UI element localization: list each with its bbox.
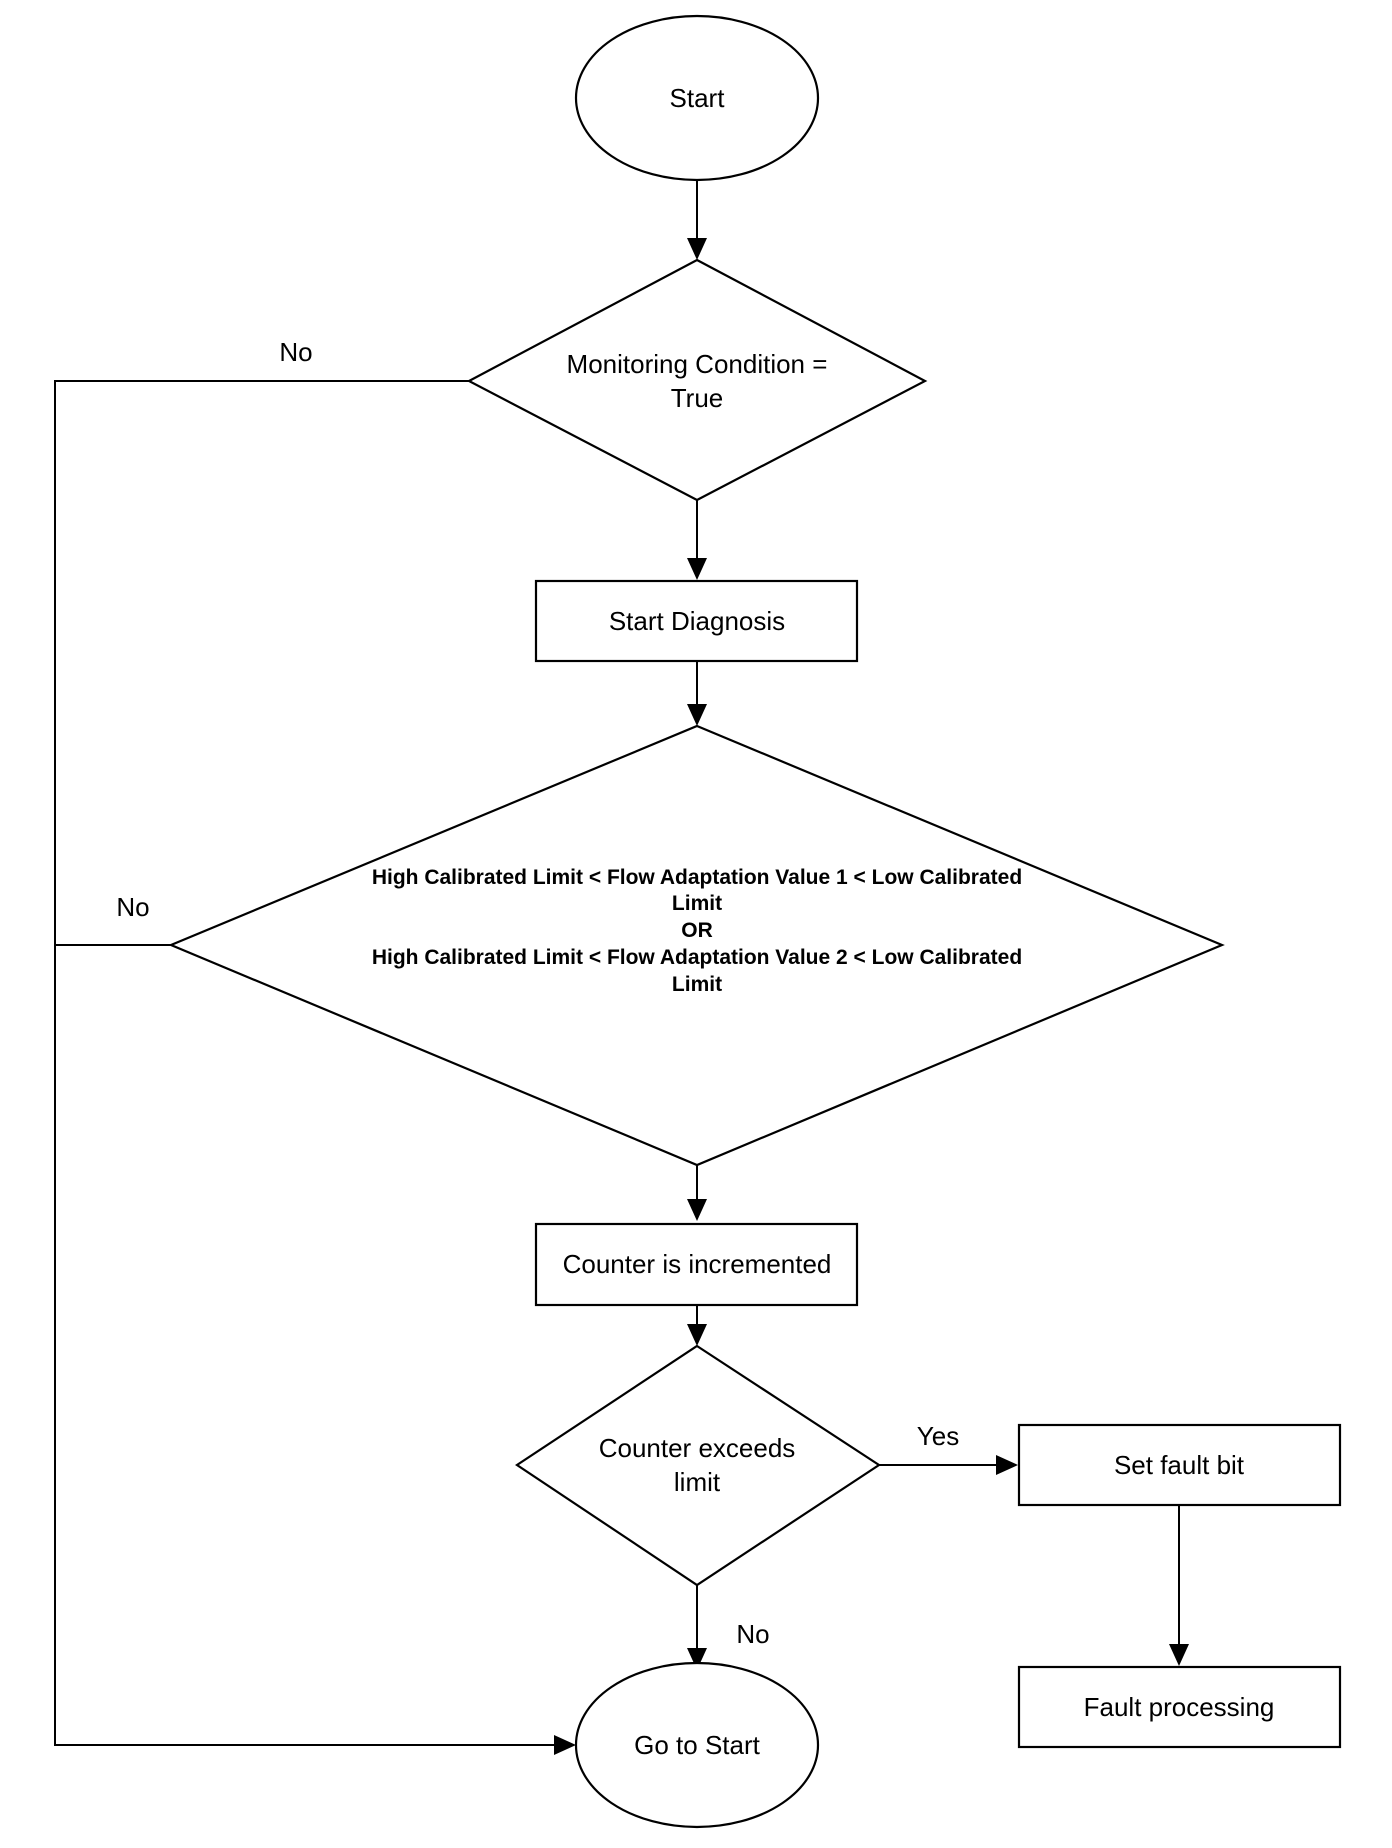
flow-check-label-line2: Limit [672,892,722,915]
arrowhead-counter [687,1199,707,1221]
counter-increment-process: Counter is incremented [534,1222,859,1307]
arrowhead-flow-check [687,704,707,726]
arrowhead-diagnosis [687,558,707,580]
arrowhead-go-to-start [687,1648,707,1670]
connectors [54,180,1189,1755]
arrowhead-limit-check [687,1324,707,1346]
start-diagnosis-process: Start Diagnosis [534,579,859,663]
edge-label-flow-check-no: No [116,892,149,922]
set-fault-bit-process: Set fault bit [1017,1423,1342,1507]
fault-processing-process: Fault processing [1017,1665,1342,1749]
monitoring-condition-decision: Monitoring Condition = True [466,258,928,502]
connector-monitoring-no-loop [54,380,558,1746]
go-to-start-node: Go to Start [574,1661,820,1829]
arrowhead-fault-processing [1169,1644,1189,1666]
flow-check-label-line3: OR [681,919,713,942]
counter-limit-label-line2: limit [674,1467,721,1497]
flow-check-label-line1: High Calibrated Limit < Flow Adaptation … [372,866,1022,889]
edge-label-counter-no: No [736,1619,769,1649]
arrowhead-loop-return [554,1735,576,1755]
counter-limit-decision: Counter exceeds limit [515,1344,882,1587]
arrowhead-set-fault [996,1455,1018,1475]
edge-label-monitoring-no: No [279,337,312,367]
fault-processing-label: Fault processing [1084,1692,1275,1722]
set-fault-bit-label: Set fault bit [1114,1450,1245,1480]
arrowhead-monitoring [687,238,707,260]
counter-limit-label-line1: Counter exceeds [599,1433,796,1463]
counter-increment-label: Counter is incremented [563,1249,832,1279]
go-to-start-label: Go to Start [634,1730,760,1760]
flow-adaptation-decision: High Calibrated Limit < Flow Adaptation … [168,724,1225,1167]
edge-label-counter-yes: Yes [917,1421,959,1451]
monitoring-condition-label-line2: True [671,383,724,413]
monitoring-condition-label-line1: Monitoring Condition = [567,349,828,379]
start-diagnosis-label: Start Diagnosis [609,606,785,636]
start-node-label: Start [670,83,726,113]
flow-check-label-line4: High Calibrated Limit < Flow Adaptation … [372,946,1022,969]
flow-check-label-line5: Limit [672,973,722,996]
start-node: Start [574,14,820,182]
